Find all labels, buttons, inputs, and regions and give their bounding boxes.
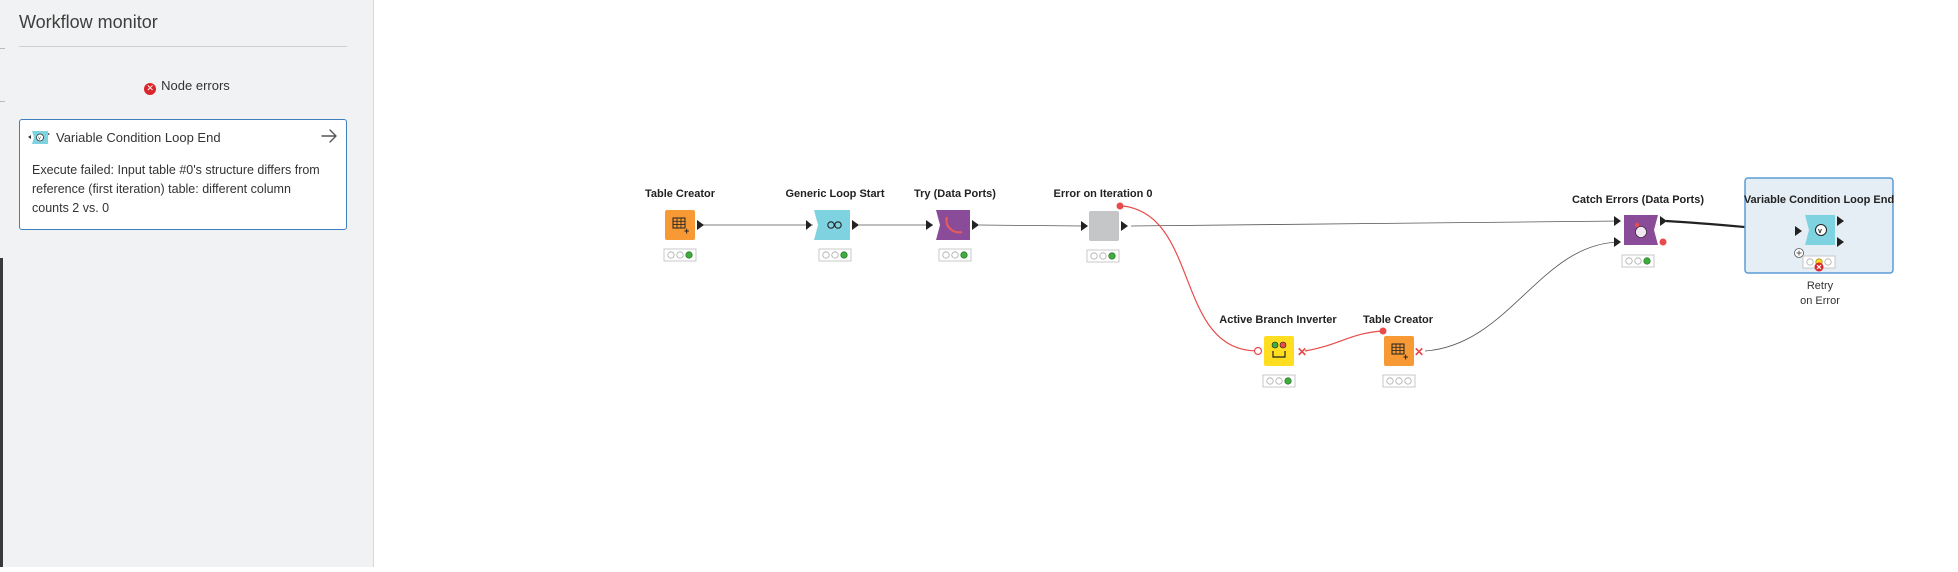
output-port[interactable] [1660, 216, 1667, 226]
workflow-monitor-panel: Workflow monitor ✕ Node errors v Variable… [0, 0, 374, 567]
annotation-line: on Error [1800, 295, 1840, 307]
inactive-port-icon: ✕ [1414, 345, 1424, 359]
node-label: Catch Errors (Data Ports) [1572, 194, 1704, 206]
node-catch-errors[interactable]: Catch Errors (Data Ports) [1572, 194, 1704, 268]
output-port[interactable] [1837, 237, 1844, 247]
node-variable-condition-loop-end[interactable]: Variable Condition Loop End v [1744, 177, 1894, 274]
annotation-retry-on-error[interactable]: Retry on Error [1800, 280, 1840, 307]
node-label: Table Creator [645, 188, 716, 200]
node-label: Active Branch Inverter [1219, 314, 1337, 326]
loop-icon [827, 221, 842, 229]
table-grid-icon: + [672, 217, 689, 236]
inactive-port-icon: ✕ [1297, 345, 1307, 359]
svg-text:+: + [684, 226, 689, 236]
catch-icon [1634, 222, 1647, 238]
node-errors-label: Node errors [161, 78, 230, 93]
connection[interactable] [1424, 241, 1621, 352]
connection[interactable] [978, 224, 1082, 227]
status-traffic-light [663, 248, 697, 262]
error-item-card[interactable]: v Variable Condition Loop End Execute fa… [19, 119, 347, 230]
output-port[interactable] [1837, 216, 1844, 226]
flow-variable-port[interactable] [1116, 202, 1124, 210]
input-port[interactable] [1614, 216, 1621, 226]
error-icon: ✕ [144, 83, 157, 95]
status-traffic-light [1382, 374, 1416, 388]
input-port[interactable] [1253, 346, 1263, 356]
table-grid-icon: + [1391, 343, 1408, 362]
status-traffic-light [818, 248, 852, 262]
status-traffic-light [1262, 374, 1296, 388]
error-connection[interactable] [1304, 330, 1384, 352]
error-message: Execute failed: Input table #0's structu… [32, 163, 320, 215]
node-error-on-iteration[interactable]: Error on Iteration 0 [1053, 188, 1153, 263]
input-port[interactable] [926, 220, 933, 230]
node-try-data-ports[interactable]: Try (Data Ports) [914, 188, 996, 262]
panel-edge [0, 258, 3, 567]
error-status-icon [1814, 262, 1824, 272]
node-table-creator-2[interactable]: Table Creator + ✕ [1363, 314, 1434, 388]
node-generic-loop-start[interactable]: Generic Loop Start [785, 188, 885, 262]
node-label: Try (Data Ports) [914, 188, 996, 200]
input-port[interactable] [1614, 237, 1621, 247]
workflow-canvas[interactable]: Table Creator + Generic Loop Start [374, 0, 1958, 567]
svg-text:v: v [1818, 228, 1822, 235]
connection[interactable] [1130, 220, 1621, 227]
node-table-creator[interactable]: Table Creator + [645, 188, 716, 262]
error-connection[interactable] [1122, 205, 1259, 352]
node-errors-header: ✕ Node errors [0, 78, 374, 95]
variable-condition-icon: v [1815, 224, 1827, 236]
svg-text:v: v [38, 136, 41, 142]
inverter-icon [1271, 341, 1287, 358]
output-port[interactable] [1121, 221, 1128, 231]
status-traffic-light [1802, 255, 1836, 269]
status-traffic-light [938, 248, 972, 262]
flow-variable-port[interactable] [1379, 327, 1387, 335]
node-label: Generic Loop Start [785, 188, 884, 200]
flow-variable-port[interactable] [1659, 238, 1667, 246]
input-port[interactable] [806, 220, 812, 230]
node-body[interactable] [814, 210, 850, 240]
input-port[interactable] [1795, 226, 1802, 236]
error-node-name: Variable Condition Loop End [56, 130, 221, 145]
node-body[interactable] [936, 210, 970, 240]
try-icon [945, 216, 963, 234]
loop-end-node-icon: v [28, 131, 50, 144]
title-divider [19, 46, 347, 47]
node-label: Variable Condition Loop End [1744, 194, 1894, 206]
status-traffic-light [1621, 254, 1655, 268]
output-port[interactable] [852, 220, 859, 230]
status-traffic-light [1086, 249, 1120, 263]
node-label: Error on Iteration 0 [1053, 188, 1152, 200]
panel-edge-tick [0, 48, 5, 49]
panel-edge-tick [0, 101, 5, 102]
node-body[interactable] [1264, 336, 1294, 366]
node-body[interactable] [1089, 211, 1119, 241]
input-port[interactable] [1081, 221, 1088, 231]
output-port[interactable] [972, 220, 979, 230]
svg-text:+: + [1403, 352, 1408, 362]
annotation-line: Retry [1807, 280, 1834, 292]
node-label: Table Creator [1363, 314, 1434, 326]
node-active-branch-inverter[interactable]: Active Branch Inverter ✕ [1219, 314, 1337, 388]
panel-title: Workflow monitor [19, 12, 158, 32]
arrow-right-icon[interactable] [320, 127, 338, 145]
output-port[interactable] [697, 220, 704, 230]
workflow-diagram: Table Creator + Generic Loop Start [645, 177, 1894, 388]
